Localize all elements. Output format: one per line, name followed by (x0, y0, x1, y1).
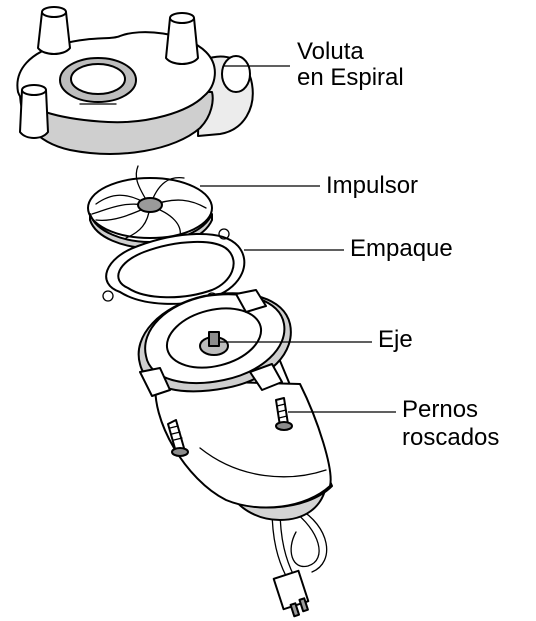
label-bolts-line2: roscados (402, 424, 500, 451)
label-shaft: Eje (378, 326, 413, 353)
label-gasket: Empaque (350, 235, 453, 262)
threaded-bolts (167, 397, 293, 457)
motor (137, 289, 333, 618)
volute-casing (16, 6, 254, 155)
label-volute-line1: Voluta (297, 38, 364, 65)
label-bolts-line1: Pernos (402, 396, 479, 423)
label-volute-line2: en Espiral (297, 64, 404, 91)
gasket (102, 228, 246, 305)
label-impeller: Impulsor (326, 172, 419, 199)
leader-lines (200, 65, 396, 413)
